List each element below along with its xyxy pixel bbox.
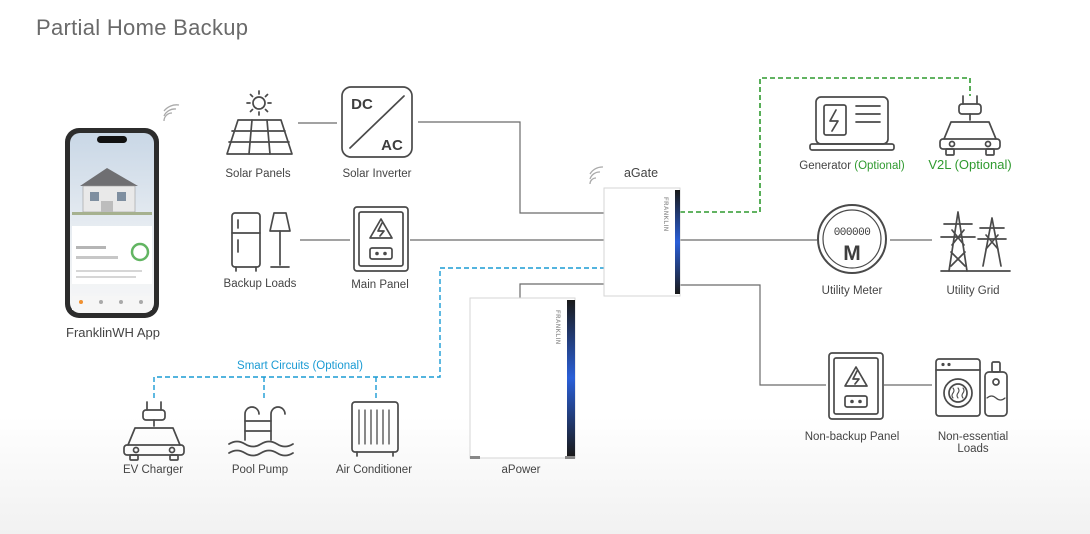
labels: Solar Panels Solar Inverter Backup Loads…	[66, 157, 1012, 476]
svg-text:FRANKLIN: FRANKLIN	[662, 197, 668, 232]
ev-charger-icon	[123, 401, 185, 461]
wire-agate-to-non-backup-panel	[680, 284, 826, 386]
solar-inverter-icon: DC AC	[341, 86, 413, 158]
solar-inverter-label: Solar Inverter	[342, 168, 411, 180]
main-panel-icon	[353, 206, 409, 272]
non-backup-panel-icon	[828, 352, 884, 420]
generator-label: Generator (Optional)	[799, 160, 905, 172]
solar-panels-label: Solar Panels	[225, 168, 290, 180]
svg-text:FRANKLIN: FRANKLIN	[554, 310, 560, 345]
air-conditioner-icon	[351, 401, 399, 457]
utility-grid-icon	[940, 211, 1011, 272]
air-conditioner-label: Air Conditioner	[336, 464, 412, 476]
v2l-optional: (Optional)	[955, 157, 1012, 172]
v2l-name: V2L	[928, 157, 951, 172]
generator-icon	[809, 96, 895, 151]
inverter-dc-label: DC	[351, 96, 373, 113]
wire-agate-to-generator	[680, 77, 971, 213]
v2l-icon	[939, 95, 1001, 156]
diagram-title: Partial Home Backup	[36, 15, 249, 40]
meter-digits: 000000	[834, 227, 871, 239]
wire-inverter-to-agate	[418, 121, 605, 214]
v2l-label: V2L (Optional)	[928, 157, 1011, 172]
apower-battery: FRANKLIN	[469, 297, 576, 459]
agate-label: aGate	[624, 166, 658, 180]
backup-loads-icon	[231, 212, 291, 272]
pool-pump-icon	[228, 406, 294, 457]
agate-device: FRANKLIN	[589, 166, 681, 297]
meter-letter: M	[843, 242, 861, 265]
pool-pump-label: Pool Pump	[232, 464, 288, 476]
non-essential-loads-label-line2: Loads	[957, 443, 989, 455]
backup-loads-label: Backup Loads	[224, 278, 297, 290]
wire-smart-circuits	[153, 267, 605, 398]
wifi-signal-icon	[163, 104, 180, 122]
solar-panels-icon	[226, 90, 293, 155]
franklinwh-app-label: FranklinWH App	[66, 325, 160, 340]
wiring	[153, 77, 971, 398]
inverter-ac-label: AC	[381, 137, 403, 154]
utility-meter-icon: 000000 M	[817, 204, 887, 274]
main-panel-label: Main Panel	[351, 279, 409, 291]
wifi-signal-icon	[589, 166, 604, 185]
generator-optional: (Optional)	[854, 160, 905, 172]
smart-circuits-label: Smart Circuits (Optional)	[237, 360, 363, 372]
non-essential-loads-icon	[935, 358, 1008, 417]
apower-label: aPower	[502, 464, 541, 476]
non-backup-panel-label: Non-backup Panel	[805, 431, 900, 443]
ev-charger-label: EV Charger	[123, 464, 183, 476]
non-essential-loads-label-line1: Non-essential	[938, 431, 1008, 443]
utility-grid-label: Utility Grid	[946, 285, 999, 297]
wire-apower-to-agate	[519, 283, 605, 298]
utility-meter-label: Utility Meter	[822, 285, 883, 297]
franklinwh-app-phone	[65, 104, 180, 318]
generator-name: Generator	[799, 160, 851, 172]
